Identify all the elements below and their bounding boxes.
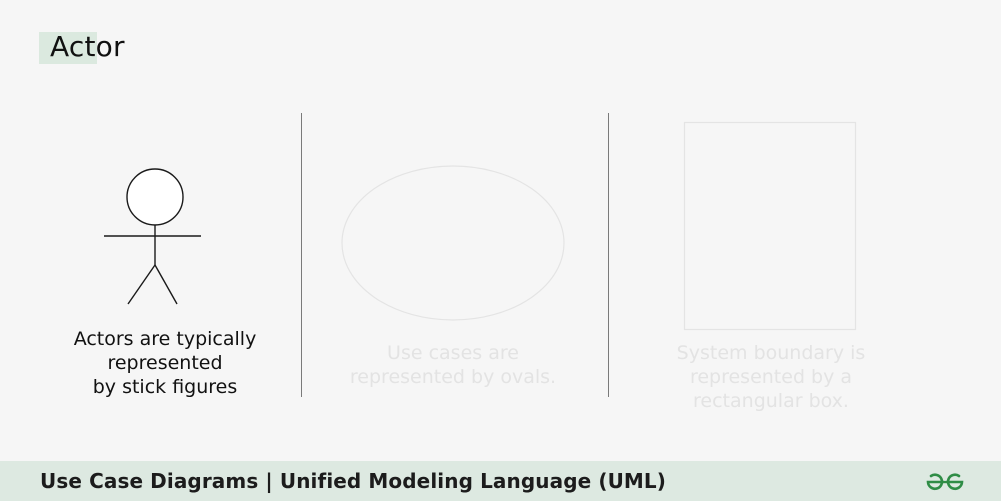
footer-bar: Use Case Diagrams | Unified Modeling Lan… — [0, 461, 1001, 501]
system-boundary-box — [683, 121, 857, 331]
slide-title-block: Actor — [39, 30, 125, 64]
actor-stick-figure — [104, 168, 201, 305]
actor-caption: Actors are typically represented by stic… — [73, 328, 257, 398]
system-boundary-caption: System boundary is represented by a rect… — [676, 342, 866, 412]
geeksforgeeks-logo-icon — [926, 473, 964, 491]
use-case-oval — [341, 165, 565, 321]
use-case-caption: Use cases are represented by ovals. — [349, 342, 557, 388]
slide-title: Actor — [50, 30, 125, 63]
panel-divider-2 — [608, 113, 609, 397]
panel-divider-1 — [301, 113, 302, 397]
title-highlight — [39, 32, 97, 64]
footer-title: Use Case Diagrams | Unified Modeling Lan… — [40, 469, 667, 493]
